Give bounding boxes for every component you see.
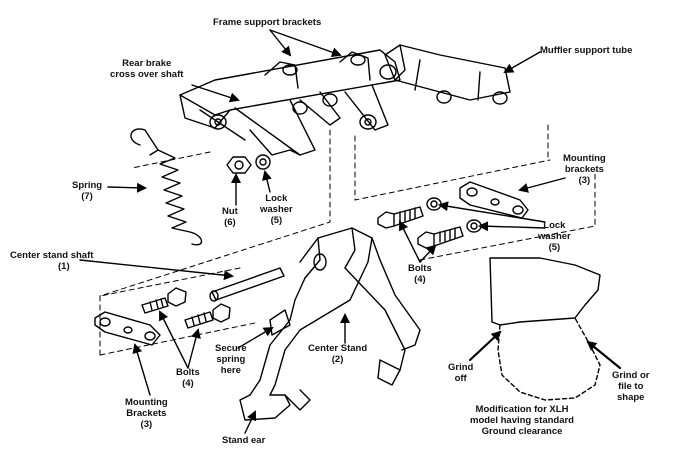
pointer-lines bbox=[79, 29, 622, 434]
modification-inset bbox=[489, 257, 601, 401]
label-nut: Nut (6) bbox=[222, 206, 238, 228]
bolts-left bbox=[141, 287, 231, 329]
label-mounting-brackets-left: Mounting Brackets (3) bbox=[125, 397, 168, 430]
spring-drawing bbox=[130, 128, 203, 246]
frame-bracket-assembly bbox=[179, 49, 401, 156]
bolts-right bbox=[377, 197, 482, 249]
label-rear-brake-cross-over-shaft: Rear brake cross over shaft bbox=[110, 58, 184, 80]
label-lock-washer-right: Lock washer (5) bbox=[538, 220, 571, 253]
center-stand-shaft bbox=[209, 267, 285, 302]
label-center-stand: Center Stand (2) bbox=[308, 343, 368, 365]
alignment-lines bbox=[99, 124, 596, 356]
label-spring: Spring (7) bbox=[72, 180, 103, 202]
label-center-stand-shaft: Center stand shaft (1) bbox=[10, 250, 94, 272]
label-lock-washer-top: Lock washer (5) bbox=[260, 193, 293, 226]
label-frame-support-brackets: Frame support brackets bbox=[213, 17, 322, 28]
center-stand-drawing bbox=[239, 227, 421, 421]
label-muffler-support-tube: Muffler support tube bbox=[540, 45, 633, 56]
label-bolts-left: Bolts (4) bbox=[176, 367, 200, 389]
label-secure-spring-here: Secure spring here bbox=[215, 343, 247, 376]
label-grind-off: Grind off bbox=[448, 362, 474, 384]
label-bolts-right: Bolts (4) bbox=[408, 263, 432, 285]
label-stand-ear: Stand ear bbox=[222, 435, 266, 446]
mounting-bracket-left bbox=[94, 311, 161, 346]
mounting-bracket-right bbox=[459, 181, 529, 219]
label-modification-note: Modification for XLH model having standa… bbox=[470, 404, 574, 437]
nut-and-washer-top bbox=[226, 154, 271, 174]
label-grind-or-file: Grind or file to shape bbox=[612, 370, 650, 403]
muffler-support-tube bbox=[379, 44, 511, 105]
label-mounting-brackets-right: Mounting brackets (3) bbox=[563, 153, 606, 186]
